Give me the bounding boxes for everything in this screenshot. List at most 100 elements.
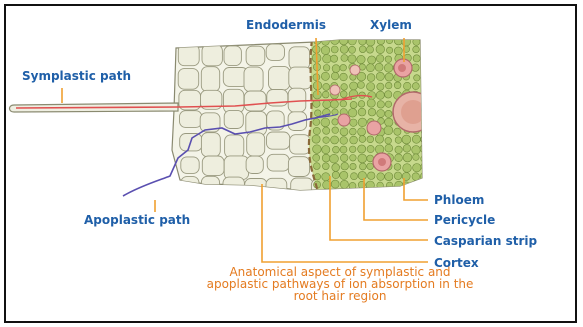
stele-cell: [341, 162, 349, 170]
stele-cell: [340, 137, 348, 145]
stele-cell: [322, 38, 330, 46]
stele-cell: [421, 129, 428, 136]
stele-cell: [377, 101, 384, 108]
stele-cell: [358, 108, 366, 116]
stele-cell: [349, 46, 356, 53]
stele-cell: [359, 163, 366, 170]
cortex-cell: [224, 46, 241, 66]
stele-cell: [394, 164, 401, 171]
stele-cell: [315, 110, 322, 117]
stele-cell: [366, 181, 374, 189]
stele-cell: [375, 135, 383, 143]
cortex-cell: [201, 176, 219, 194]
phloem-cell: [330, 85, 340, 95]
stele-cell: [340, 180, 348, 188]
stele-cell: [413, 55, 420, 62]
stele-cell: [340, 154, 348, 162]
stele-cell: [323, 65, 330, 72]
stele-cell: [322, 146, 330, 154]
cortex-cell: [244, 67, 263, 92]
stele-cell: [422, 74, 430, 82]
stele-cell: [422, 90, 430, 98]
stele-cell: [359, 38, 366, 45]
stele-cell: [385, 91, 392, 98]
stele-cell: [358, 145, 366, 153]
stele-cell: [412, 146, 421, 155]
stele-cell: [359, 136, 366, 143]
stele-cell: [394, 128, 401, 135]
stele-cell: [376, 55, 384, 63]
stele-cell: [366, 64, 374, 72]
cortex-cell: [225, 135, 244, 158]
stele-cell: [412, 135, 420, 143]
stele-cell: [412, 173, 420, 181]
cortex-cell: [224, 110, 243, 128]
stele-cell: [323, 137, 330, 144]
stele-cell: [375, 145, 384, 154]
stele-cell: [340, 45, 348, 53]
stele-cell: [377, 110, 385, 118]
stele-cell: [358, 82, 365, 89]
stele-cell: [375, 63, 383, 71]
stele-cell: [385, 118, 393, 126]
stele-cell: [349, 146, 356, 153]
stele-cell: [367, 163, 374, 170]
stele-cell: [340, 100, 347, 107]
stele-cell: [321, 46, 330, 55]
stele-cell: [339, 36, 348, 45]
stele-cell: [348, 109, 357, 118]
endodermis-label: Endodermis: [246, 18, 326, 32]
cortex-cell: [291, 178, 313, 199]
stele-cell: [331, 55, 338, 62]
stele-cell: [313, 127, 320, 134]
stele-cell: [322, 173, 330, 181]
stele-cell: [341, 84, 348, 91]
stele-cell: [350, 136, 358, 144]
cortex-leader: [262, 184, 428, 262]
stele-cell: [422, 182, 429, 189]
stele-cell: [368, 92, 376, 100]
stele-cell: [376, 45, 385, 54]
cortex-cell: [245, 179, 267, 203]
stele-cell: [332, 164, 340, 172]
cortex-cell: [202, 45, 222, 66]
stele-cell: [367, 136, 374, 143]
stele-cell: [351, 173, 358, 180]
stele-cell: [313, 74, 320, 81]
stele-cell: [384, 126, 393, 135]
cortex-cell: [288, 157, 309, 177]
caption-line: root hair region: [160, 290, 520, 302]
stele-cell: [395, 137, 402, 144]
stele-cell: [394, 82, 401, 89]
stele-cell: [350, 155, 357, 162]
stele-cell: [413, 46, 420, 53]
cortex-cell: [289, 67, 312, 89]
symplastic-path-label: Symplastic path: [22, 69, 131, 83]
stele-cell: [358, 128, 366, 136]
stele-cell: [403, 145, 411, 153]
apoplastic-path-label: Apoplastic path: [84, 213, 190, 227]
stele-cell: [412, 64, 420, 72]
stele-cell: [313, 154, 320, 161]
cortex-cell: [266, 44, 284, 60]
stele-cell: [376, 72, 384, 80]
stele-cell: [340, 73, 348, 81]
cortex-cell: [290, 135, 311, 154]
stele-cell: [321, 72, 329, 80]
stele-cell: [422, 82, 430, 90]
cortex-cell: [289, 47, 310, 70]
stele-cell: [357, 55, 365, 63]
stele-cell: [359, 46, 366, 53]
stele-cell: [331, 46, 338, 53]
stele-cell: [366, 38, 375, 47]
stele-cell: [402, 135, 411, 144]
stele-cell: [413, 154, 420, 161]
stele-cell: [331, 136, 339, 144]
xylem-vessel: [367, 121, 381, 135]
cortex-cell: [181, 157, 199, 174]
stele-cell: [358, 101, 365, 108]
phloem-label: Phloem: [434, 193, 484, 207]
stele-cell: [340, 128, 348, 136]
stele-cell: [322, 154, 330, 162]
cortex-cell: [201, 133, 220, 157]
